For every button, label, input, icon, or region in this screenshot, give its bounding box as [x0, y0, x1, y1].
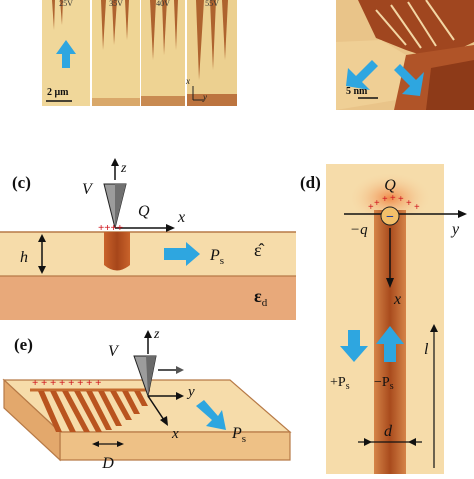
label-z-c: z [120, 161, 127, 176]
surface-charges-c: ++++ [98, 222, 123, 234]
polarization-arrow-e [196, 400, 226, 430]
label-minus-P-sub: s [390, 381, 394, 392]
svg-text:Ps: Ps [209, 247, 224, 267]
domain-stripes [38, 391, 148, 432]
film-layer [0, 232, 296, 276]
svg-text:+: + [406, 198, 412, 209]
scale-bar-right-text: 5 nm [346, 86, 368, 97]
svg-text:Ps: Ps [231, 425, 246, 445]
label-d: d [384, 423, 393, 440]
svg-text:+Ps: +Ps [330, 375, 350, 392]
plus-charges-d: +++ +++ + [368, 193, 420, 213]
svg-text:εd: εd [254, 286, 268, 309]
pfm-images-svg: 25V 35V 40V 55V 2 μm x y [42, 0, 237, 106]
label-P-c: P [209, 247, 220, 264]
label-P-e: P [231, 425, 242, 442]
pfm-image-series: 25V 35V 40V 55V 2 μm x y [0, 0, 250, 110]
up-arrow-minus-Ps [376, 326, 404, 362]
polarization-up-arrow [56, 40, 76, 68]
label-Q-c: Q [138, 203, 150, 220]
svg-text:+: + [374, 198, 380, 209]
panel-e: + + + + + + + + (e) V z y x Ps D [0, 320, 296, 474]
voltage-label-1: 25V [59, 0, 73, 8]
svg-text:+: + [368, 202, 374, 213]
label-eps-hat: ε̂ [254, 240, 265, 260]
polarization-arrow-c [164, 242, 200, 266]
diagonal-arrow-1 [346, 60, 378, 90]
panel-e-svg: + + + + + + + + (e) V z y x Ps D [2, 327, 292, 472]
label-plus-P: +P [330, 375, 346, 390]
panel-c-label: (c) [12, 173, 31, 192]
substrate-layer [0, 276, 296, 320]
surface-charges-e: + + + + + + + + [32, 377, 101, 389]
domain-nucleus [104, 232, 130, 271]
label-V-c: V [82, 181, 94, 198]
down-arrow-plus-Ps [340, 330, 368, 362]
label-x-e: x [171, 426, 179, 442]
charge-symbol: − [386, 210, 394, 225]
label-y-d: y [450, 221, 460, 238]
label-P-sub-e: s [242, 433, 246, 445]
svg-text:+: + [414, 202, 420, 213]
label-x-c: x [177, 209, 185, 226]
panel-e-label: (e) [14, 335, 33, 354]
point-charge [380, 206, 400, 226]
svg-text:+: + [382, 194, 388, 205]
voltage-label-3: 40V [156, 0, 170, 8]
label-D: D [101, 455, 114, 472]
svg-text:+: + [390, 193, 396, 204]
panel-c-svg: ++++ (c) V z Q x h Ps ε̂ εd [0, 158, 296, 320]
slab-left [3, 378, 61, 462]
label-minus-q: −q [350, 222, 368, 238]
label-P-sub-c: s [220, 255, 224, 267]
pfm-tile-2 [92, 0, 140, 106]
label-plus-P-sub: s [346, 381, 350, 392]
label-eps-d-sub: d [262, 297, 268, 309]
diagonal-arrow-2 [394, 64, 424, 96]
svg-text:+: + [398, 194, 404, 205]
label-y-e: y [186, 384, 195, 400]
axis-x-label: x [185, 76, 190, 86]
label-Q-d: Q [384, 177, 396, 194]
label-minus-P: −P [374, 375, 390, 390]
panel-c: ++++ (c) V z Q x h Ps ε̂ εd [0, 150, 296, 320]
panel-d-label: (d) [300, 173, 321, 192]
label-l: l [424, 341, 429, 358]
voltage-label-2: 35V [109, 0, 123, 8]
label-h-c: h [20, 249, 28, 266]
domain-streaks [52, 0, 228, 80]
panel-d: − +++ +++ + (d) Q −q y x l d +Ps −Ps [296, 150, 474, 474]
domain-image-svg: 5 nm [336, 0, 474, 110]
label-eps-d: ε [254, 286, 262, 306]
svg-text:−Ps: −Ps [374, 375, 394, 392]
scale-bar-text: 2 μm [47, 87, 69, 98]
domain-image-right: 5 nm [336, 0, 474, 110]
label-V-e: V [108, 343, 120, 360]
label-z-e: z [153, 327, 160, 342]
voltage-label-4: 55V [205, 0, 219, 8]
label-x-d: x [393, 291, 401, 308]
axis-y-label: y [202, 92, 207, 102]
panel-d-svg: − +++ +++ + (d) Q −q y x l d +Ps −Ps [300, 164, 467, 474]
